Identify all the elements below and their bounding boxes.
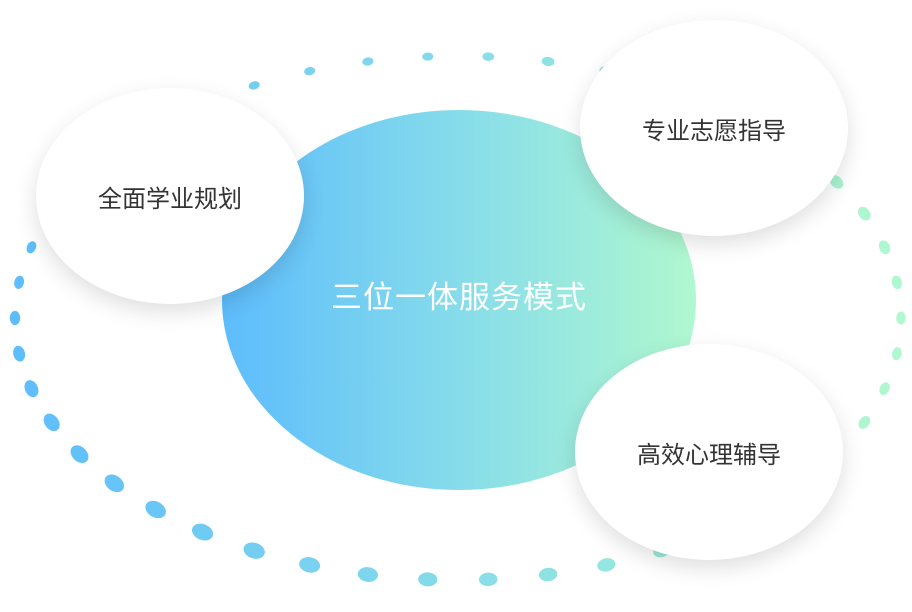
orbit-dot (829, 175, 844, 189)
orbit-dot (43, 413, 60, 432)
node-label: 专业志愿指导 (642, 116, 786, 145)
orbit-dot (104, 474, 125, 493)
node-academic-planning: 全面学业规划 (36, 88, 304, 304)
node-psych-counseling: 高效心理辅导 (575, 344, 843, 560)
node-major-guidance: 专业志愿指导 (580, 20, 848, 236)
orbit-dot (879, 382, 890, 396)
orbit-dot (422, 52, 434, 61)
orbit-dot (538, 567, 558, 582)
orbit-dot (896, 311, 906, 325)
orbit-dot (482, 52, 495, 61)
orbit-dot (248, 81, 260, 90)
orbit-dot (858, 415, 871, 429)
orbit-dot (541, 56, 555, 67)
orbit-dot (478, 572, 498, 587)
orbit-dot (26, 241, 37, 254)
orbit-dot (191, 523, 214, 541)
orbit-dot (891, 347, 902, 361)
center-label: 三位一体服务模式 (331, 279, 587, 316)
orbit-dot (13, 345, 26, 362)
orbit-dot (891, 275, 903, 290)
orbit-dot (362, 57, 374, 66)
orbit-dot (858, 206, 871, 221)
orbit-dot (299, 557, 321, 573)
orbit-dot (24, 380, 39, 398)
orbit-dot (145, 500, 166, 519)
orbit-dot (304, 67, 316, 76)
orbit-dot (597, 558, 616, 572)
orbit-dot (878, 240, 891, 255)
orbit-dot (14, 275, 25, 289)
orbit-dot (357, 567, 378, 582)
node-label: 全面学业规划 (98, 184, 242, 213)
orbit-dot (9, 310, 21, 326)
node-label: 高效心理辅导 (637, 440, 781, 469)
orbit-dot (418, 572, 438, 587)
orbit-dot (70, 445, 89, 464)
orbit-dot (243, 542, 265, 559)
